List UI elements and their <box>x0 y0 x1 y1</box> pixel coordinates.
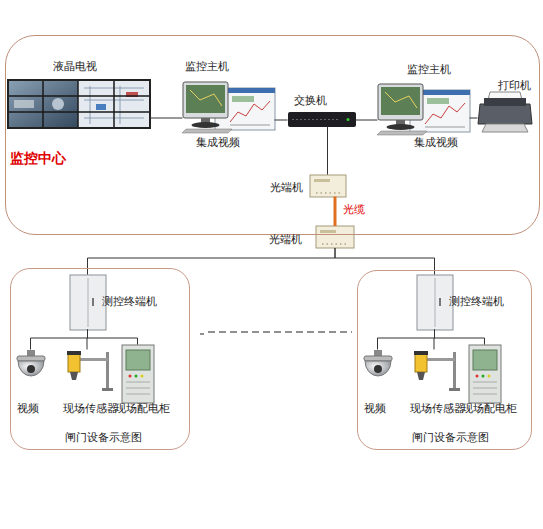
connector-line <box>275 120 288 121</box>
connector-line <box>327 127 328 175</box>
screen-detail <box>96 104 106 110</box>
monitor-host <box>182 82 275 133</box>
node-label: 监控中心 <box>10 150 66 166</box>
terminal-body <box>316 226 354 248</box>
tv-wall-node: 液晶电视 <box>8 80 150 128</box>
sensor-node: 现场传感器 <box>412 350 457 390</box>
camera-node: 视频 <box>15 350 47 380</box>
cabinet-panel <box>126 350 150 370</box>
optical-terminal-node: 光端机 <box>316 226 354 248</box>
optical-terminal <box>310 175 346 197</box>
connector-line <box>435 330 485 345</box>
node-label: 测控终端机 <box>417 295 537 308</box>
tv-frame <box>8 80 150 128</box>
terminal-ports <box>316 193 340 194</box>
cabinet-handle <box>92 298 94 306</box>
printer-tray <box>482 124 528 132</box>
printer-top <box>484 98 526 106</box>
terminal-detail <box>314 179 330 182</box>
node-label: 闸门设备示意图 <box>390 431 510 444</box>
edge-label: 光缆 <box>343 203 365 216</box>
connector-line <box>356 120 378 121</box>
connector-line <box>88 248 336 275</box>
sensor-pole <box>106 352 109 390</box>
sensor-horn <box>70 372 78 380</box>
connector-line <box>150 118 183 119</box>
connector-line <box>378 330 435 350</box>
optical-terminal <box>316 226 354 248</box>
terminal-detail <box>320 230 336 233</box>
switch-node: 交换机 <box>288 112 356 127</box>
camera-dome <box>18 361 44 376</box>
node-label: 现场配电柜 <box>83 402 203 415</box>
terminal-cabinet-node: 测控终端机 <box>70 275 106 330</box>
monitor-center: 监控中心液晶电视监控主机集成视频交换机监控主机集成视频打印机光端机 <box>5 35 540 235</box>
screen-detail <box>52 98 64 110</box>
terminal-cabinet <box>70 275 106 330</box>
monitor-body <box>183 82 228 118</box>
optical-terminal-node: 光端机 <box>310 175 346 197</box>
node-label: 监控主机 <box>369 63 489 76</box>
screen-detail <box>14 100 34 108</box>
node-label: 测控终端机 <box>70 295 190 308</box>
node-label: 闸门设备示意图 <box>43 431 163 444</box>
monitor-screen <box>186 85 225 113</box>
gate-equipment <box>364 275 501 403</box>
terminal-body <box>310 175 346 197</box>
power-cabinet <box>122 345 154 403</box>
sensor-base <box>102 388 113 391</box>
sensor-arm <box>78 358 108 361</box>
camera-lens <box>27 365 35 373</box>
switch-body <box>288 112 356 127</box>
tv-grid <box>8 80 150 128</box>
monitor-host <box>377 84 470 135</box>
cabinet-door <box>88 278 89 327</box>
cabinet-lamp <box>135 375 138 378</box>
connector-line <box>470 118 478 119</box>
cabinet-lamp <box>141 375 144 378</box>
terminal-ports <box>322 244 348 245</box>
node-label: 光端机 <box>225 233 345 246</box>
camera-mount <box>27 350 35 356</box>
terminal-cabinet-node: 测控终端机 <box>417 275 453 330</box>
cabinet-lamp <box>129 375 132 378</box>
window-detail <box>230 125 270 126</box>
monitor-base <box>192 122 220 128</box>
node-label: 打印机 <box>455 79 543 92</box>
camera-node: 视频 <box>362 350 394 380</box>
window-chart <box>230 101 270 122</box>
cabinet-vents <box>126 382 150 394</box>
ellipsis-dashes <box>200 332 352 334</box>
gate-group: 闸门设备示意图 测控终端机视频现场传感器现场配电柜 <box>357 270 532 450</box>
connector-line <box>88 330 138 345</box>
printer-body <box>478 104 532 124</box>
gate-group: 闸门设备示意图测控终端机视频现场传感器现场配电柜 <box>10 268 190 450</box>
window-detail <box>232 96 254 102</box>
host-node: 监控主机集成视频 <box>183 80 275 132</box>
sensor-body <box>68 354 80 372</box>
camera-ring <box>17 356 45 361</box>
keyboard <box>182 129 232 133</box>
printer-node: 打印机 <box>478 92 533 132</box>
node-label: 液晶电视 <box>15 60 135 73</box>
node-label: 光端机 <box>227 181 347 194</box>
connector-line <box>334 197 337 227</box>
switch-ports <box>292 119 340 120</box>
node-label: 交换机 <box>251 94 371 107</box>
tv-wall <box>8 80 150 128</box>
connector-line <box>31 330 88 350</box>
node-label: 集成视频 <box>376 136 496 149</box>
host-node: 监控主机集成视频 <box>378 82 470 134</box>
switch-led <box>347 118 350 121</box>
node-label: 现场配电柜 <box>430 402 543 415</box>
node-label: 集成视频 <box>158 136 278 149</box>
node-label: 监控主机 <box>147 60 267 73</box>
gate-equipment <box>17 275 154 403</box>
power-cabinet-node: 现场配电柜 <box>469 345 501 403</box>
sensor-cap <box>67 351 81 355</box>
screen-map <box>190 90 222 106</box>
sensor-node: 现场传感器 <box>65 350 110 390</box>
power-cabinet-node: 现场配电柜 <box>122 345 154 403</box>
